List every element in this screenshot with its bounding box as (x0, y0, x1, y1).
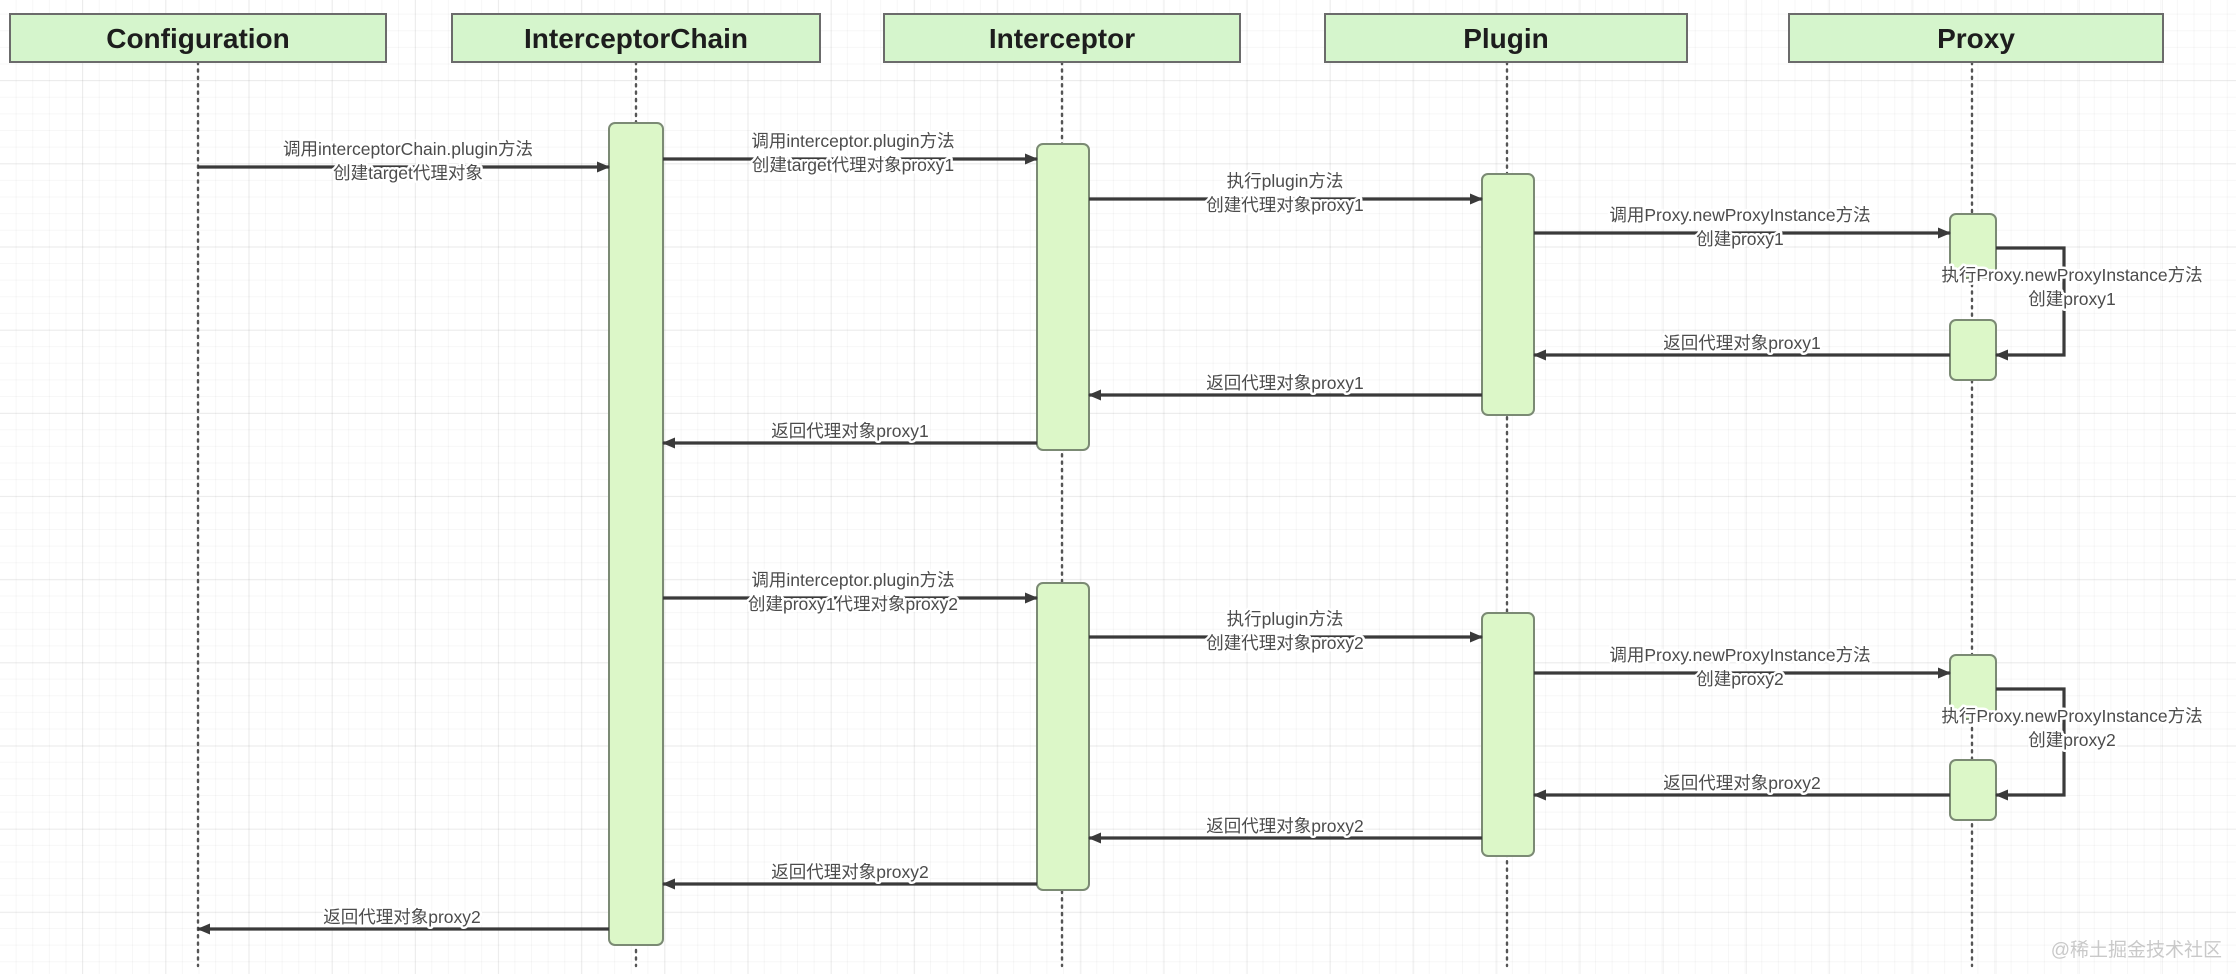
message-label-m10: 执行plugin方法创建代理对象proxy2 (1206, 609, 1364, 653)
participant-label-interceptorchain: InterceptorChain (524, 23, 748, 54)
activation-bar-act-plugin-1[interactable] (1481, 173, 1535, 416)
participant-label-plugin: Plugin (1463, 23, 1549, 54)
message-label-line: 创建代理对象proxy2 (1206, 633, 1364, 653)
message-label-line: 创建proxy2 (1696, 669, 1784, 689)
message-label-m16: 返回代理对象proxy2 (323, 907, 481, 927)
message-m11[interactable]: 调用Proxy.newProxyInstance方法创建proxy2 (1534, 643, 1951, 692)
message-m5[interactable]: 执行Proxy.newProxyInstance方法创建proxy1 (1939, 246, 2205, 361)
message-label-line: 创建target代理对象proxy1 (752, 155, 954, 175)
activation-bar-act-proxy-1b[interactable] (1949, 319, 1997, 381)
message-m3[interactable]: 执行plugin方法创建代理对象proxy1 (1089, 169, 1483, 218)
messages-layer: 调用interceptorChain.plugin方法创建target代理对象调… (197, 129, 2205, 935)
message-m14[interactable]: 返回代理对象proxy2 (1088, 814, 1482, 844)
message-m4[interactable]: 调用Proxy.newProxyInstance方法创建proxy1 (1534, 203, 1951, 252)
message-label-m15: 返回代理对象proxy2 (771, 862, 929, 882)
message-label-m8: 返回代理对象proxy1 (771, 421, 929, 441)
participant-box-configuration[interactable] (9, 13, 387, 63)
message-label-line: 调用Proxy.newProxyInstance方法 (1609, 205, 1870, 225)
activation-bar-act-interceptor-1[interactable] (1036, 143, 1090, 451)
message-m1[interactable]: 调用interceptorChain.plugin方法创建target代理对象 (198, 137, 610, 186)
message-m13[interactable]: 返回代理对象proxy2 (1533, 771, 1950, 801)
message-path-m5 (1995, 246, 2066, 361)
message-label-m13: 返回代理对象proxy2 (1663, 773, 1821, 793)
message-label-line: 调用interceptor.plugin方法 (751, 131, 954, 151)
message-label-line: 返回代理对象proxy1 (771, 421, 929, 441)
message-label-line: 执行Proxy.newProxyInstance方法 (1941, 706, 2202, 726)
participant-box-interceptor[interactable] (883, 13, 1241, 63)
participant-label-interceptor: Interceptor (989, 23, 1135, 54)
message-m6[interactable]: 返回代理对象proxy1 (1533, 331, 1950, 361)
participant-box-interceptorchain[interactable] (451, 13, 821, 63)
message-label-m3: 执行plugin方法创建代理对象proxy1 (1206, 171, 1364, 215)
activation-bar-act-proxy-1a[interactable] (1949, 213, 1997, 279)
message-label-line: 返回代理对象proxy1 (1663, 333, 1821, 353)
participant-box-proxy[interactable] (1788, 13, 2164, 63)
activation-bar-act-interceptor-2[interactable] (1036, 582, 1090, 891)
message-m12[interactable]: 执行Proxy.newProxyInstance方法创建proxy2 (1939, 687, 2205, 801)
message-path-m12 (1995, 687, 2066, 801)
message-m16[interactable]: 返回代理对象proxy2 (197, 905, 609, 935)
activation-bar-act-proxy-2b[interactable] (1949, 759, 1997, 821)
message-label-line: 执行Proxy.newProxyInstance方法 (1941, 265, 2202, 285)
message-label-line: 创建proxy1 (1696, 229, 1784, 249)
message-m7[interactable]: 返回代理对象proxy1 (1088, 371, 1482, 401)
activation-bar-act-plugin-2[interactable] (1481, 612, 1535, 857)
watermark-label: @稀土掘金技术社区 (2051, 939, 2222, 961)
message-label-m5: 执行Proxy.newProxyInstance方法创建proxy1 (1941, 265, 2202, 309)
participant-box-plugin[interactable] (1324, 13, 1688, 63)
message-m8[interactable]: 返回代理对象proxy1 (662, 419, 1037, 449)
message-label-line: 创建proxy1代理对象proxy2 (748, 594, 958, 614)
message-label-line: 创建target代理对象 (333, 163, 483, 183)
activations-layer (608, 122, 1997, 946)
message-label-line: 创建proxy2 (2028, 730, 2116, 750)
message-label-m2: 调用interceptor.plugin方法创建target代理对象proxy1 (751, 131, 954, 175)
message-label-line: 执行plugin方法 (1227, 171, 1344, 191)
actors-layer: Configuration InterceptorChain Interceptor… (9, 13, 2164, 63)
message-label-m11: 调用Proxy.newProxyInstance方法创建proxy2 (1609, 645, 1870, 689)
message-label-m12: 执行Proxy.newProxyInstance方法创建proxy2 (1941, 706, 2202, 750)
message-label-line: 返回代理对象proxy2 (1206, 816, 1364, 836)
message-label-line: 创建代理对象proxy1 (1206, 195, 1364, 215)
message-label-line: 调用interceptorChain.plugin方法 (283, 139, 533, 159)
participant-interceptor[interactable]: Interceptor (883, 13, 1241, 63)
message-label-line: 执行plugin方法 (1227, 609, 1344, 629)
message-label-line: 调用interceptor.plugin方法 (751, 570, 954, 590)
participant-proxy[interactable]: Proxy (1788, 13, 2164, 63)
activation-bar-act-chain-1[interactable] (608, 122, 664, 946)
participant-plugin[interactable]: Plugin (1324, 13, 1688, 63)
participant-label-proxy: Proxy (1937, 23, 2015, 54)
message-label-line: 返回代理对象proxy1 (1206, 373, 1364, 393)
message-label-m7: 返回代理对象proxy1 (1206, 373, 1364, 393)
message-m2[interactable]: 调用interceptor.plugin方法创建target代理对象proxy1 (663, 129, 1038, 178)
message-label-m6: 返回代理对象proxy1 (1663, 333, 1821, 353)
activation-bar-act-proxy-2a[interactable] (1949, 654, 1997, 720)
message-label-m9: 调用interceptor.plugin方法创建proxy1代理对象proxy2 (748, 570, 958, 614)
message-label-m1: 调用interceptorChain.plugin方法创建target代理对象 (283, 139, 533, 183)
message-label-line: 返回代理对象proxy2 (771, 862, 929, 882)
message-label-line: 创建proxy1 (2028, 289, 2116, 309)
message-label-m14: 返回代理对象proxy2 (1206, 816, 1364, 836)
message-label-line: 调用Proxy.newProxyInstance方法 (1609, 645, 1870, 665)
message-label-line: 返回代理对象proxy2 (323, 907, 481, 927)
participant-interceptorchain[interactable]: InterceptorChain (451, 13, 821, 63)
message-label-line: 返回代理对象proxy2 (1663, 773, 1821, 793)
message-m9[interactable]: 调用interceptor.plugin方法创建proxy1代理对象proxy2 (663, 568, 1038, 617)
message-m10[interactable]: 执行plugin方法创建代理对象proxy2 (1089, 607, 1483, 656)
participant-configuration[interactable]: Configuration (9, 13, 387, 63)
message-label-m4: 调用Proxy.newProxyInstance方法创建proxy1 (1609, 205, 1870, 249)
message-m15[interactable]: 返回代理对象proxy2 (662, 860, 1037, 890)
participant-label-configuration: Configuration (106, 23, 290, 54)
